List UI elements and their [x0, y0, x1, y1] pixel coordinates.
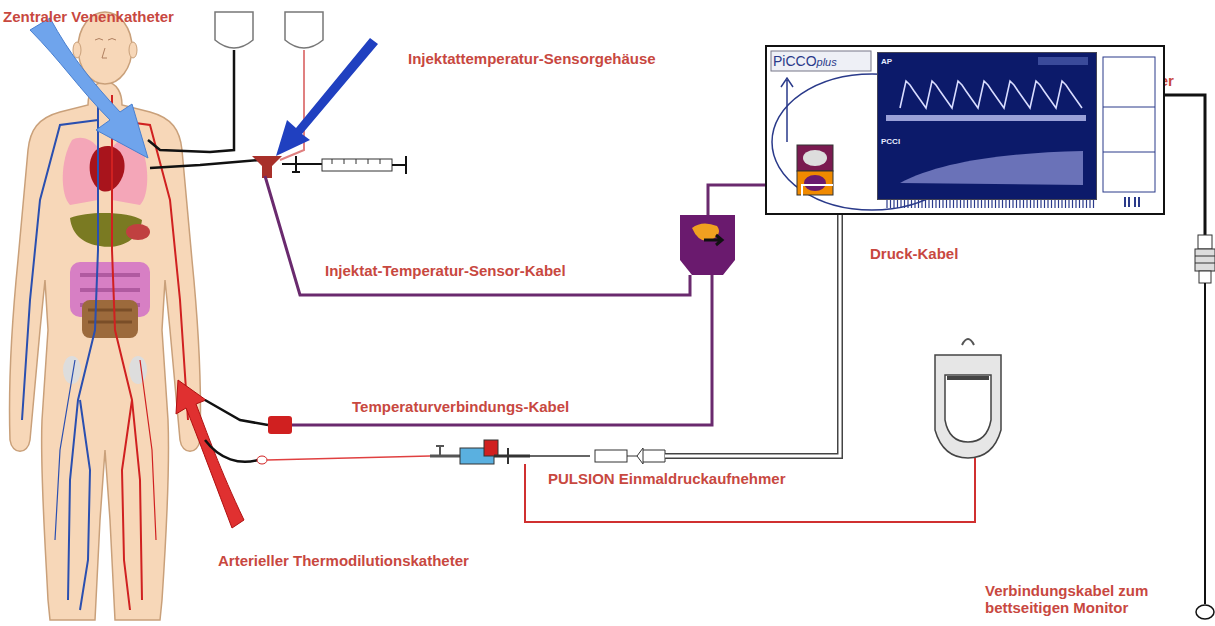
device-title: PiCCOplus: [773, 52, 837, 70]
flush-line: [525, 458, 975, 522]
monitor-screen: AP PCCI: [877, 52, 1097, 200]
callout-label: Injektattemperatur-Sensorgehäuse: [408, 50, 656, 67]
screen-label: PCCI: [881, 137, 900, 146]
aux-cable: [1165, 95, 1215, 619]
callout-label: Temperaturverbindungs-Kabel: [352, 398, 569, 415]
callout-label: Injektat-Temperatur-Sensor-Kabel: [325, 262, 566, 279]
pressure-transducer: [430, 440, 665, 464]
vessels: [22, 95, 188, 610]
human-body: [9, 12, 200, 620]
catheter-wire: [205, 400, 268, 425]
sensor-housing: [252, 156, 282, 178]
brand-name: PiCCO: [773, 53, 817, 69]
callout-label: Verbindungskabel zum bettseitigen Monito…: [985, 582, 1175, 616]
callout-label: Druck-Kabel: [870, 245, 958, 262]
screen-label: AP: [881, 57, 892, 66]
monitor-device: PiCCOplus AP PCCI: [765, 45, 1165, 215]
callout-label: PULSION Einmaldruckaufnehmer: [548, 470, 786, 487]
temperature-cable: [292, 275, 712, 425]
callout-label: Arterieller Thermodilutionskatheter: [218, 552, 469, 569]
pressure-bag: [935, 339, 1001, 458]
brand-suffix: plus: [817, 56, 837, 68]
pointer-arrow: [276, 38, 378, 156]
infusion-bags: [215, 12, 323, 48]
temperature-connector: [268, 416, 292, 434]
callout-label: Zentraler Venenkatheter: [3, 8, 174, 25]
organs: [63, 138, 150, 384]
arterial-line: [267, 456, 430, 460]
pressure-cable: [665, 215, 840, 456]
waveform-display: [878, 53, 1096, 199]
syringe: [282, 156, 406, 174]
adapter-cable: [708, 185, 765, 215]
injectate-cable: [265, 176, 690, 295]
temperature-adapter: [680, 215, 735, 275]
venous-arrow: [30, 18, 148, 158]
